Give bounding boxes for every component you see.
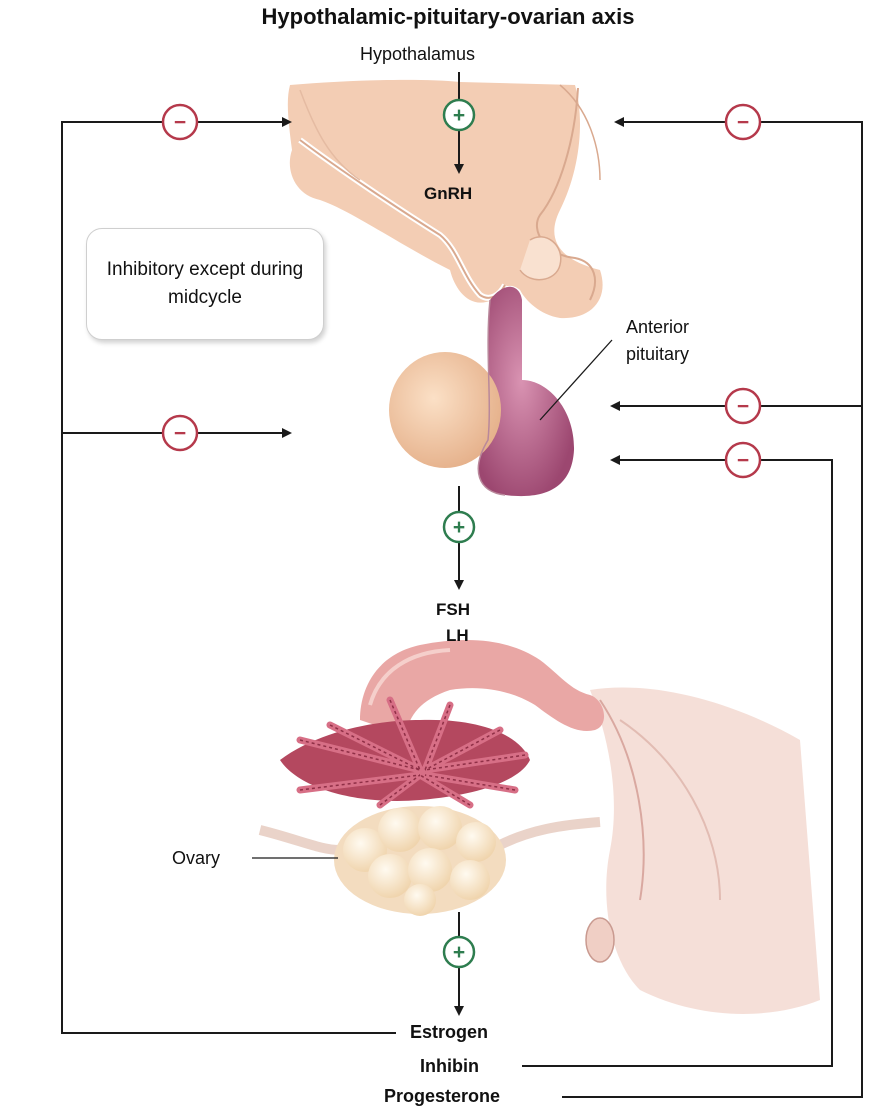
- minus-sign-right-lower: −: [724, 441, 762, 479]
- inhibin-feedback-line: [522, 455, 833, 1067]
- anterior-pituitary-label: Anterior pituitary: [626, 317, 690, 364]
- svg-text:−: −: [174, 111, 186, 134]
- minus-sign-left-top: −: [161, 103, 199, 141]
- svg-text:+: +: [453, 516, 465, 539]
- svg-text:+: +: [453, 941, 465, 964]
- plus-sign-ovary: +: [442, 935, 476, 969]
- svg-text:−: −: [737, 111, 749, 134]
- hypothalamus-illustration: [287, 79, 603, 319]
- plus-sign-pituitary: +: [442, 510, 476, 544]
- anterior-pituitary-leader: [539, 339, 613, 421]
- ovary-illustration: [334, 806, 506, 916]
- diagram-title: Hypothalamic-pituitary-ovarian axis: [261, 4, 635, 29]
- progesterone-label: Progesterone: [384, 1086, 501, 1106]
- hypothalamus-label: Hypothalamus: [360, 44, 476, 64]
- plus-sign-hypothalamus: +: [442, 98, 476, 132]
- estrogen-label: Estrogen: [410, 1022, 489, 1042]
- lh-label: LH: [446, 626, 469, 645]
- ovary-label: Ovary: [172, 848, 221, 868]
- svg-text:+: +: [453, 104, 465, 127]
- fsh-label: FSH: [436, 600, 470, 619]
- minus-sign-left-middle: −: [161, 414, 199, 452]
- minus-sign-right-middle: −: [724, 387, 762, 425]
- pituitary-illustration: [389, 286, 575, 497]
- midcycle-note-text: Inhibitory except during midcycle: [106, 259, 304, 308]
- svg-text:−: −: [737, 449, 749, 472]
- midcycle-note-box: Inhibitory except during midcycle: [86, 228, 324, 340]
- svg-text:−: −: [174, 422, 186, 445]
- minus-sign-right-top: −: [724, 103, 762, 141]
- gnrh-label: GnRH: [424, 184, 473, 203]
- reproductive-illustration: [258, 640, 820, 1014]
- svg-text:−: −: [737, 395, 749, 418]
- inhibin-label: Inhibin: [420, 1056, 479, 1076]
